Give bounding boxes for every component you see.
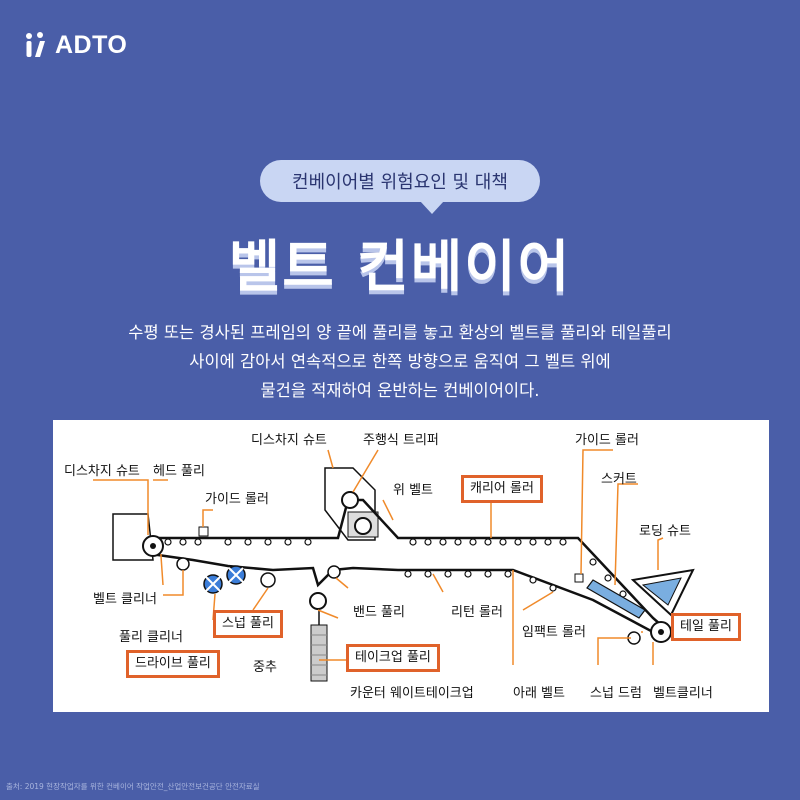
snub-pulley-shape [260, 572, 276, 588]
bend-pulley-shape [327, 565, 341, 579]
category-badge-tail [420, 201, 444, 214]
label-take-up-pulley: 테이크업 풀리 [346, 644, 440, 672]
description-line: 수평 또는 경사된 프레임의 양 끝에 풀리를 놓고 환상의 벨트를 풀리와 테… [128, 323, 672, 342]
label-head-pulley: 헤드 풀리 [153, 464, 205, 479]
label-discharge-chute-left: 디스차지 슈트 [64, 464, 140, 479]
label-bend-pulley: 밴드 풀리 [353, 605, 405, 620]
tripper-pulley-lower [354, 517, 372, 535]
label-discharge-chute-top: 디스차지 슈트 [251, 433, 327, 448]
label-traveling-tripper: 주행식 트리퍼 [363, 433, 439, 448]
source-credit: 출처: 2019 현장작업자를 위한 컨베이어 작업안전_산업안전보건공단 안전… [6, 782, 260, 791]
label-drive-pulley: 드라이브 풀리 [126, 650, 220, 678]
category-badge: 컨베이어별 위험요인 및 대책 [260, 160, 540, 202]
description-line: 사이에 감아서 연속적으로 한쪽 방향으로 움직여 그 벨트 위에 [189, 352, 611, 371]
pulley-cleaner-shape [176, 557, 190, 571]
carrier-rollers [164, 538, 642, 614]
conveyor-drawing [93, 449, 695, 682]
loading-chute-shape [630, 568, 695, 617]
label-belt-cleaner: 벨트 클리너 [93, 592, 157, 607]
label-belt-cleaner-tail: 벨트클리너 [653, 686, 713, 701]
guide-roller-right-shape [574, 573, 584, 583]
upper-belt-line [151, 498, 662, 626]
label-loading-chute: 로딩 슈트 [639, 524, 691, 539]
label-snub-pulley: 스넙 풀리 [213, 610, 283, 638]
label-tail-pulley: 테일 풀리 [671, 613, 741, 641]
label-snub-drum: 스넙 드럼 [590, 686, 642, 701]
tripper-pulley-upper [341, 491, 359, 509]
take-up-pulley-shape [309, 592, 327, 610]
guide-roller-left-shape [198, 526, 209, 537]
label-carrier-roller: 캐리어 롤러 [461, 475, 543, 503]
label-counterweight-take-up: 카운터 웨이트테이크업 [350, 686, 474, 701]
page-title: 벨트 컨베이어 [228, 235, 572, 300]
logo-mark-icon [26, 32, 45, 57]
skirt-shape [586, 579, 646, 619]
conveyor-diagram: 디스차지 슈트 헤드 풀리 가이드 롤러 디스차지 슈트 주행식 트리퍼 위 벨… [53, 420, 769, 712]
description-line: 물건을 적재하여 운반하는 컨베이어이다. [260, 381, 540, 400]
label-lower-belt: 아래 벨트 [513, 686, 565, 701]
label-guide-roller-right: 가이드 롤러 [575, 433, 639, 448]
logo-text: ADTO [55, 30, 128, 59]
label-impact-roller: 임팩트 롤러 [522, 625, 586, 640]
description: 수평 또는 경사된 프레임의 양 끝에 풀리를 놓고 환상의 벨트를 풀리와 테… [40, 318, 760, 405]
brand-logo: ADTO [22, 30, 127, 60]
label-skirt: 스커트 [601, 472, 637, 487]
label-upper-belt: 위 벨트 [393, 483, 434, 498]
counterweight-shape [310, 624, 328, 682]
label-pulley-cleaner: 풀리 클리너 [119, 630, 183, 645]
label-counterweight: 중추 [253, 660, 277, 675]
loading-chute-inner [641, 577, 682, 606]
label-return-roller: 리턴 롤러 [451, 605, 503, 620]
label-guide-roller-left: 가이드 롤러 [205, 492, 269, 507]
return-rollers [404, 570, 557, 592]
